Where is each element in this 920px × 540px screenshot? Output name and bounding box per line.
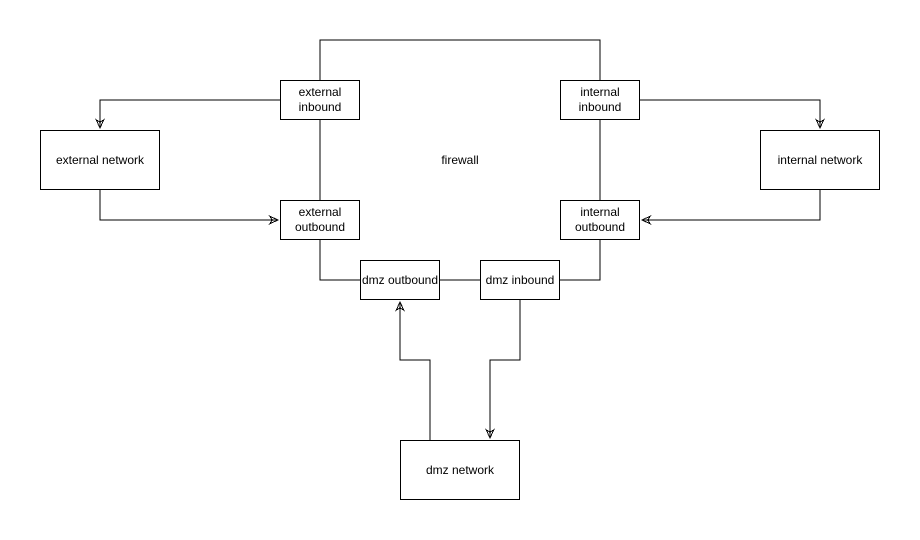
edge-internal-outbound-to-dmz-inbound [560, 240, 601, 281]
node-dmz-outbound: dmz outbound [360, 260, 440, 300]
node-external-outbound: external outbound [280, 200, 360, 240]
edge-external-outbound-to-dmz-outbound [319, 240, 360, 281]
edge-internal-inbound-to-internal-network [640, 99, 825, 130]
edge-internal-network-to-internal-outbound [640, 190, 821, 225]
node-internal-network: internal network [760, 130, 880, 190]
firewall-label: firewall [441, 153, 479, 167]
node-external-network: external network [40, 130, 160, 190]
node-external-inbound: external inbound [280, 80, 360, 120]
node-dmz-network: dmz network [400, 440, 520, 500]
edge-external-inbound-to-external-network [95, 99, 280, 130]
edge-dmz-network-to-dmz-outbound [395, 300, 431, 440]
node-internal-outbound: internal outbound [560, 200, 640, 240]
node-dmz-inbound: dmz inbound [480, 260, 560, 300]
edge-dmz-inbound-to-dmz-network [485, 300, 521, 440]
node-internal-inbound: internal inbound [560, 80, 640, 120]
edge-external-inbound-to-internal-inbound [319, 39, 601, 80]
edge-external-network-to-external-outbound [99, 190, 280, 225]
